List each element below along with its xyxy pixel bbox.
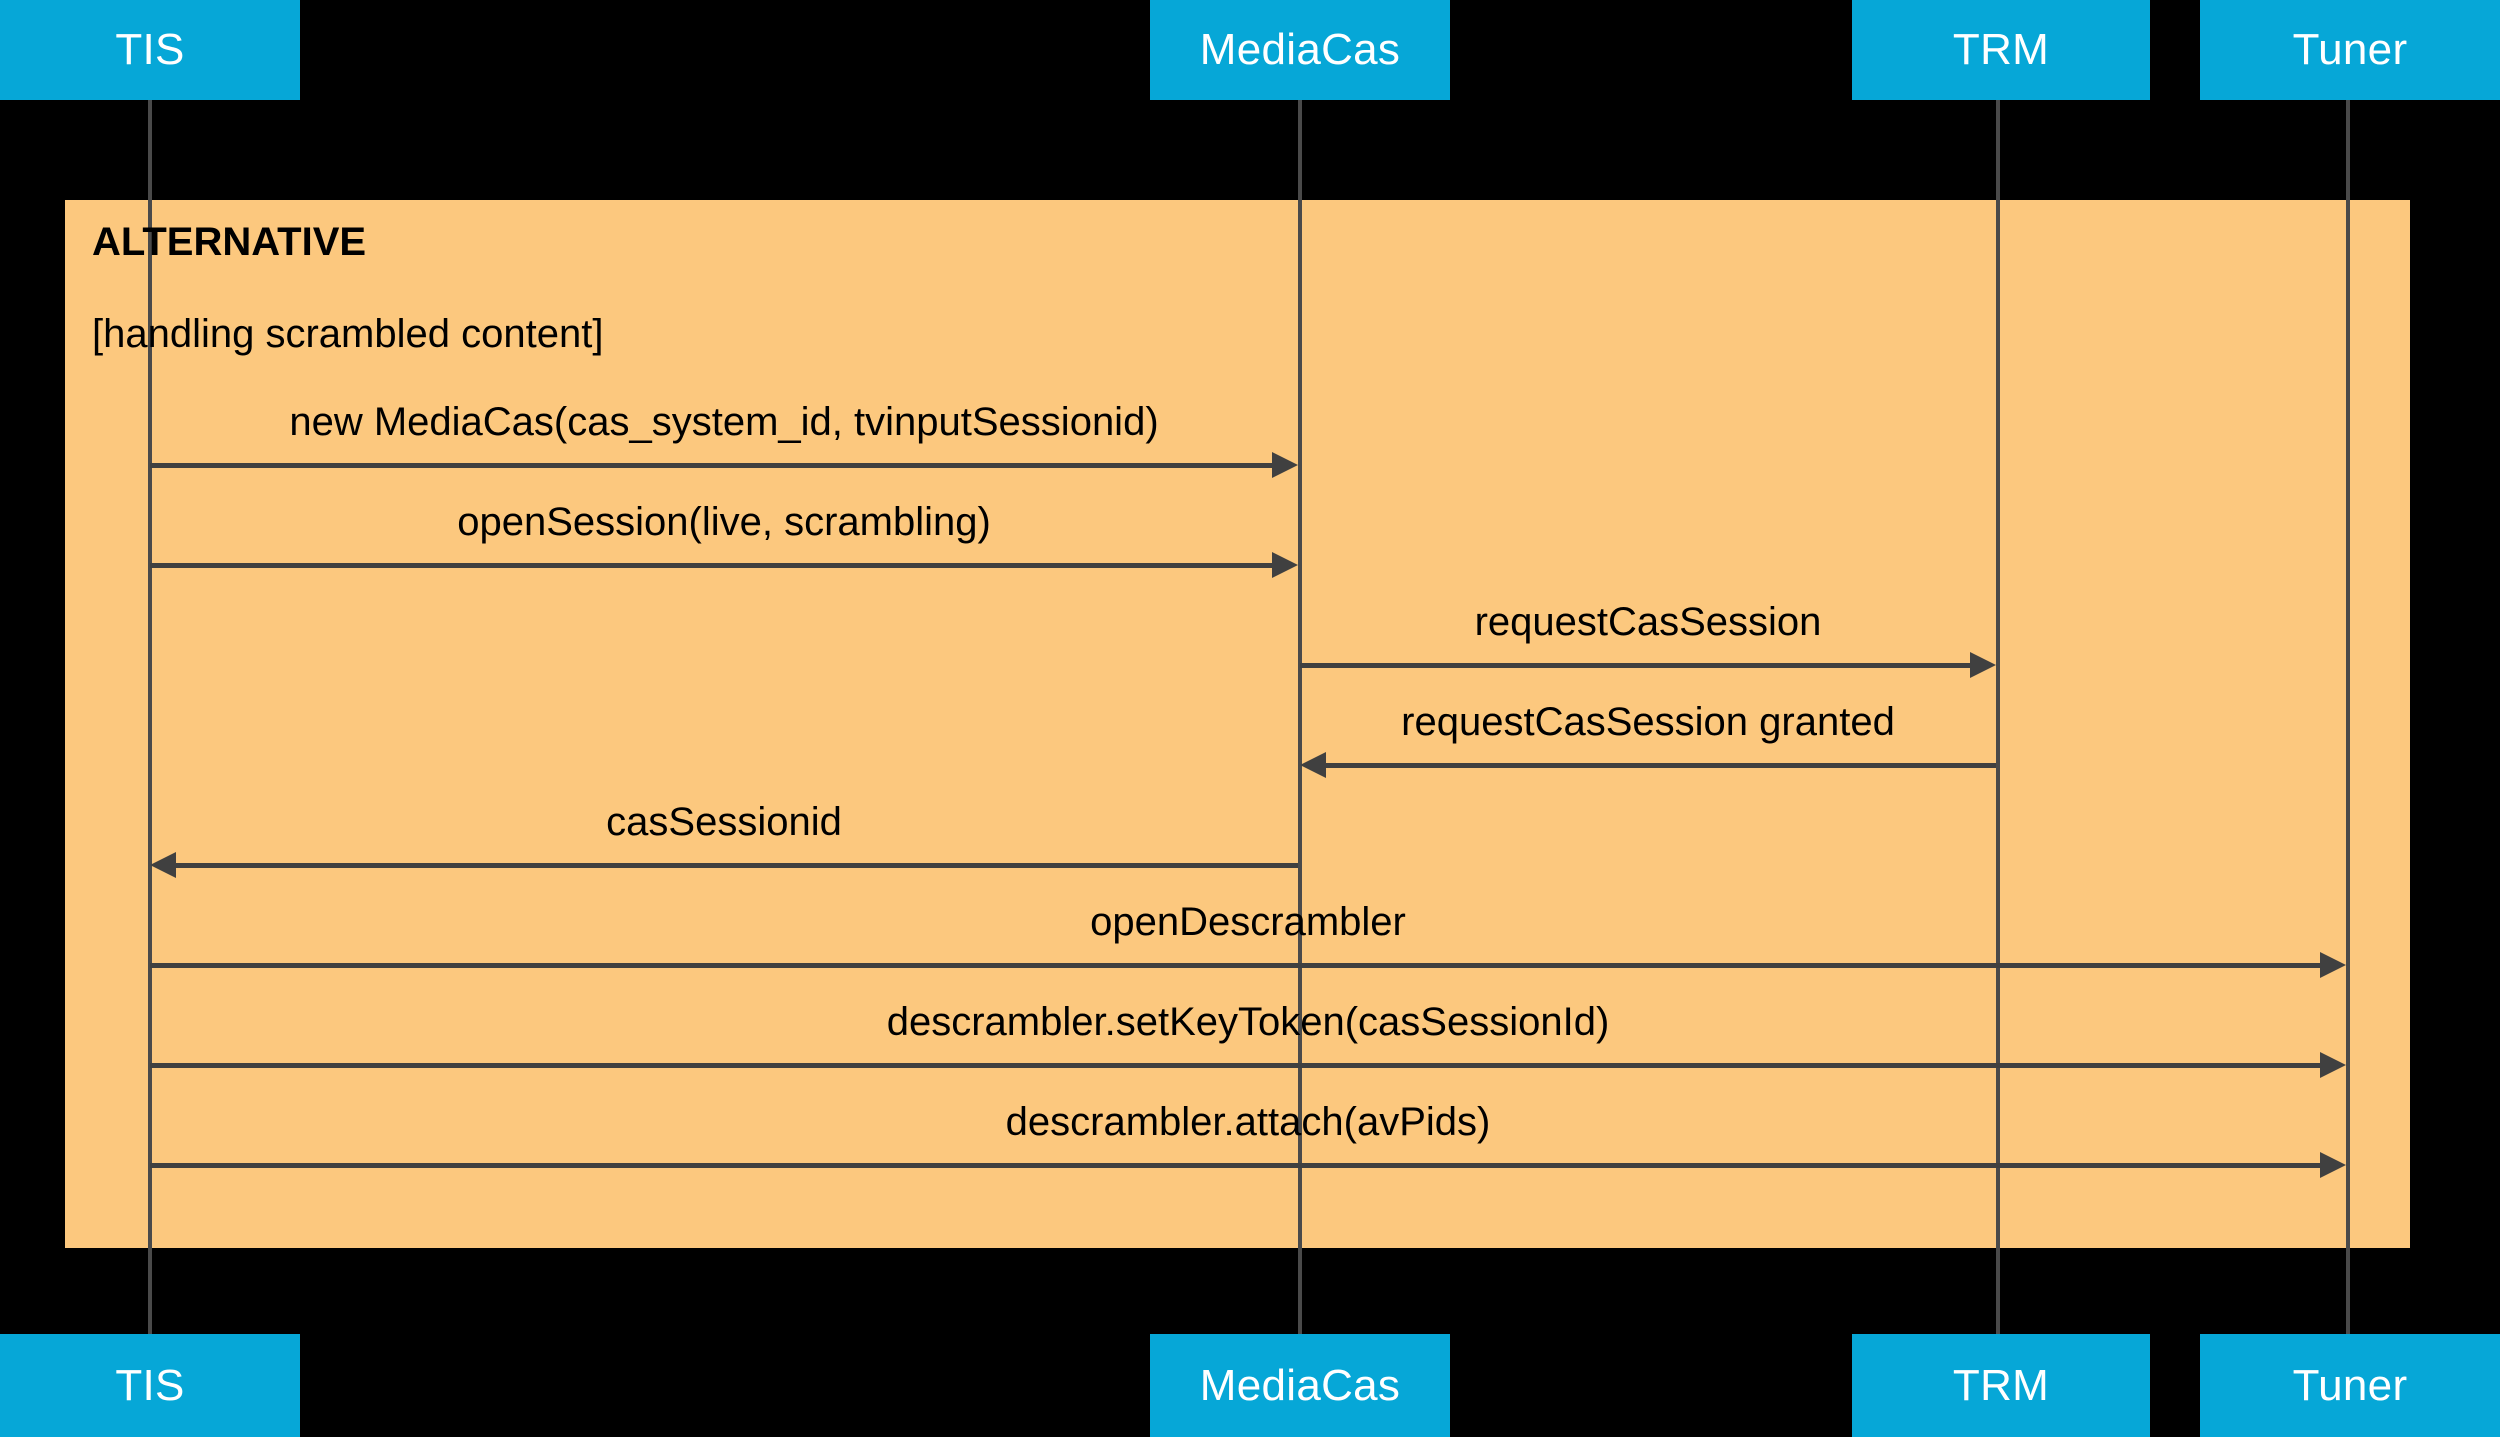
participant-header-trm-label: TRM: [1952, 25, 2050, 74]
message-line-5: [176, 863, 1298, 868]
participant-header-mediacas-label: MediaCas: [1199, 25, 1401, 74]
participant-footer-trm-label: TRM: [1952, 1360, 2050, 1410]
participant-header-tuner-label: Tuner: [2292, 25, 2408, 74]
message-arrowhead-3: [1970, 652, 1996, 678]
lifeline-tuner-over-fragment: [2346, 200, 2350, 1248]
message-arrowhead-6: [2320, 952, 2346, 978]
message-arrowhead-5: [150, 852, 176, 878]
message-label-3: requestCasSession: [1474, 600, 1822, 644]
lifeline-mediacas-over-fragment: [1298, 200, 1302, 1248]
message-line-3: [1300, 663, 1970, 668]
participant-footer-mediacas[interactable]: MediaCas: [1150, 1334, 1450, 1437]
message-label-6: openDescrambler: [1090, 900, 1406, 944]
message-label-2: openSession(live, scrambling): [457, 500, 991, 544]
participant-footer-trm[interactable]: TRM: [1852, 1334, 2150, 1437]
lifeline-trm-over-fragment: [1996, 200, 2000, 1248]
participant-footer-tis-label: TIS: [115, 1360, 185, 1410]
fragment-operator-label: ALTERNATIVE: [92, 220, 367, 264]
message-arrowhead-4: [1300, 752, 1326, 778]
message-label-8: descrambler.attach(avPids): [1005, 1100, 1491, 1144]
message-label-5: casSessionid: [606, 800, 842, 844]
participant-header-mediacas[interactable]: MediaCas: [1150, 0, 1450, 100]
message-label-1: new MediaCas(cas_system_id, tvinputSessi…: [289, 400, 1159, 444]
combined-fragment-alternative: [65, 200, 2410, 1248]
participant-header-tuner[interactable]: Tuner: [2200, 0, 2500, 100]
message-arrowhead-8: [2320, 1152, 2346, 1178]
participant-footer-tuner[interactable]: Tuner: [2200, 1334, 2500, 1437]
message-label-4: requestCasSession granted: [1401, 700, 1895, 744]
participant-header-tis[interactable]: TIS: [0, 0, 300, 100]
participant-footer-tis[interactable]: TIS: [0, 1334, 300, 1437]
participant-header-trm[interactable]: TRM: [1852, 0, 2150, 100]
lifeline-tis-over-fragment: [148, 200, 152, 1248]
participant-footer-mediacas-label: MediaCas: [1199, 1360, 1401, 1410]
message-line-1: [150, 463, 1272, 468]
message-arrowhead-7: [2320, 1052, 2346, 1078]
message-line-7: [150, 1063, 2320, 1068]
message-label-7: descrambler.setKeyToken(casSessionId): [886, 1000, 1610, 1044]
message-arrowhead-1: [1272, 452, 1298, 478]
message-line-6: [150, 963, 2320, 968]
fragment-guard-label: [handling scrambled content]: [92, 312, 604, 356]
message-line-2: [150, 563, 1272, 568]
message-line-4: [1326, 763, 1996, 768]
participant-footer-tuner-label: Tuner: [2292, 1360, 2408, 1410]
participant-header-tis-label: TIS: [115, 25, 185, 74]
message-arrowhead-2: [1272, 552, 1298, 578]
message-line-8: [150, 1163, 2320, 1168]
